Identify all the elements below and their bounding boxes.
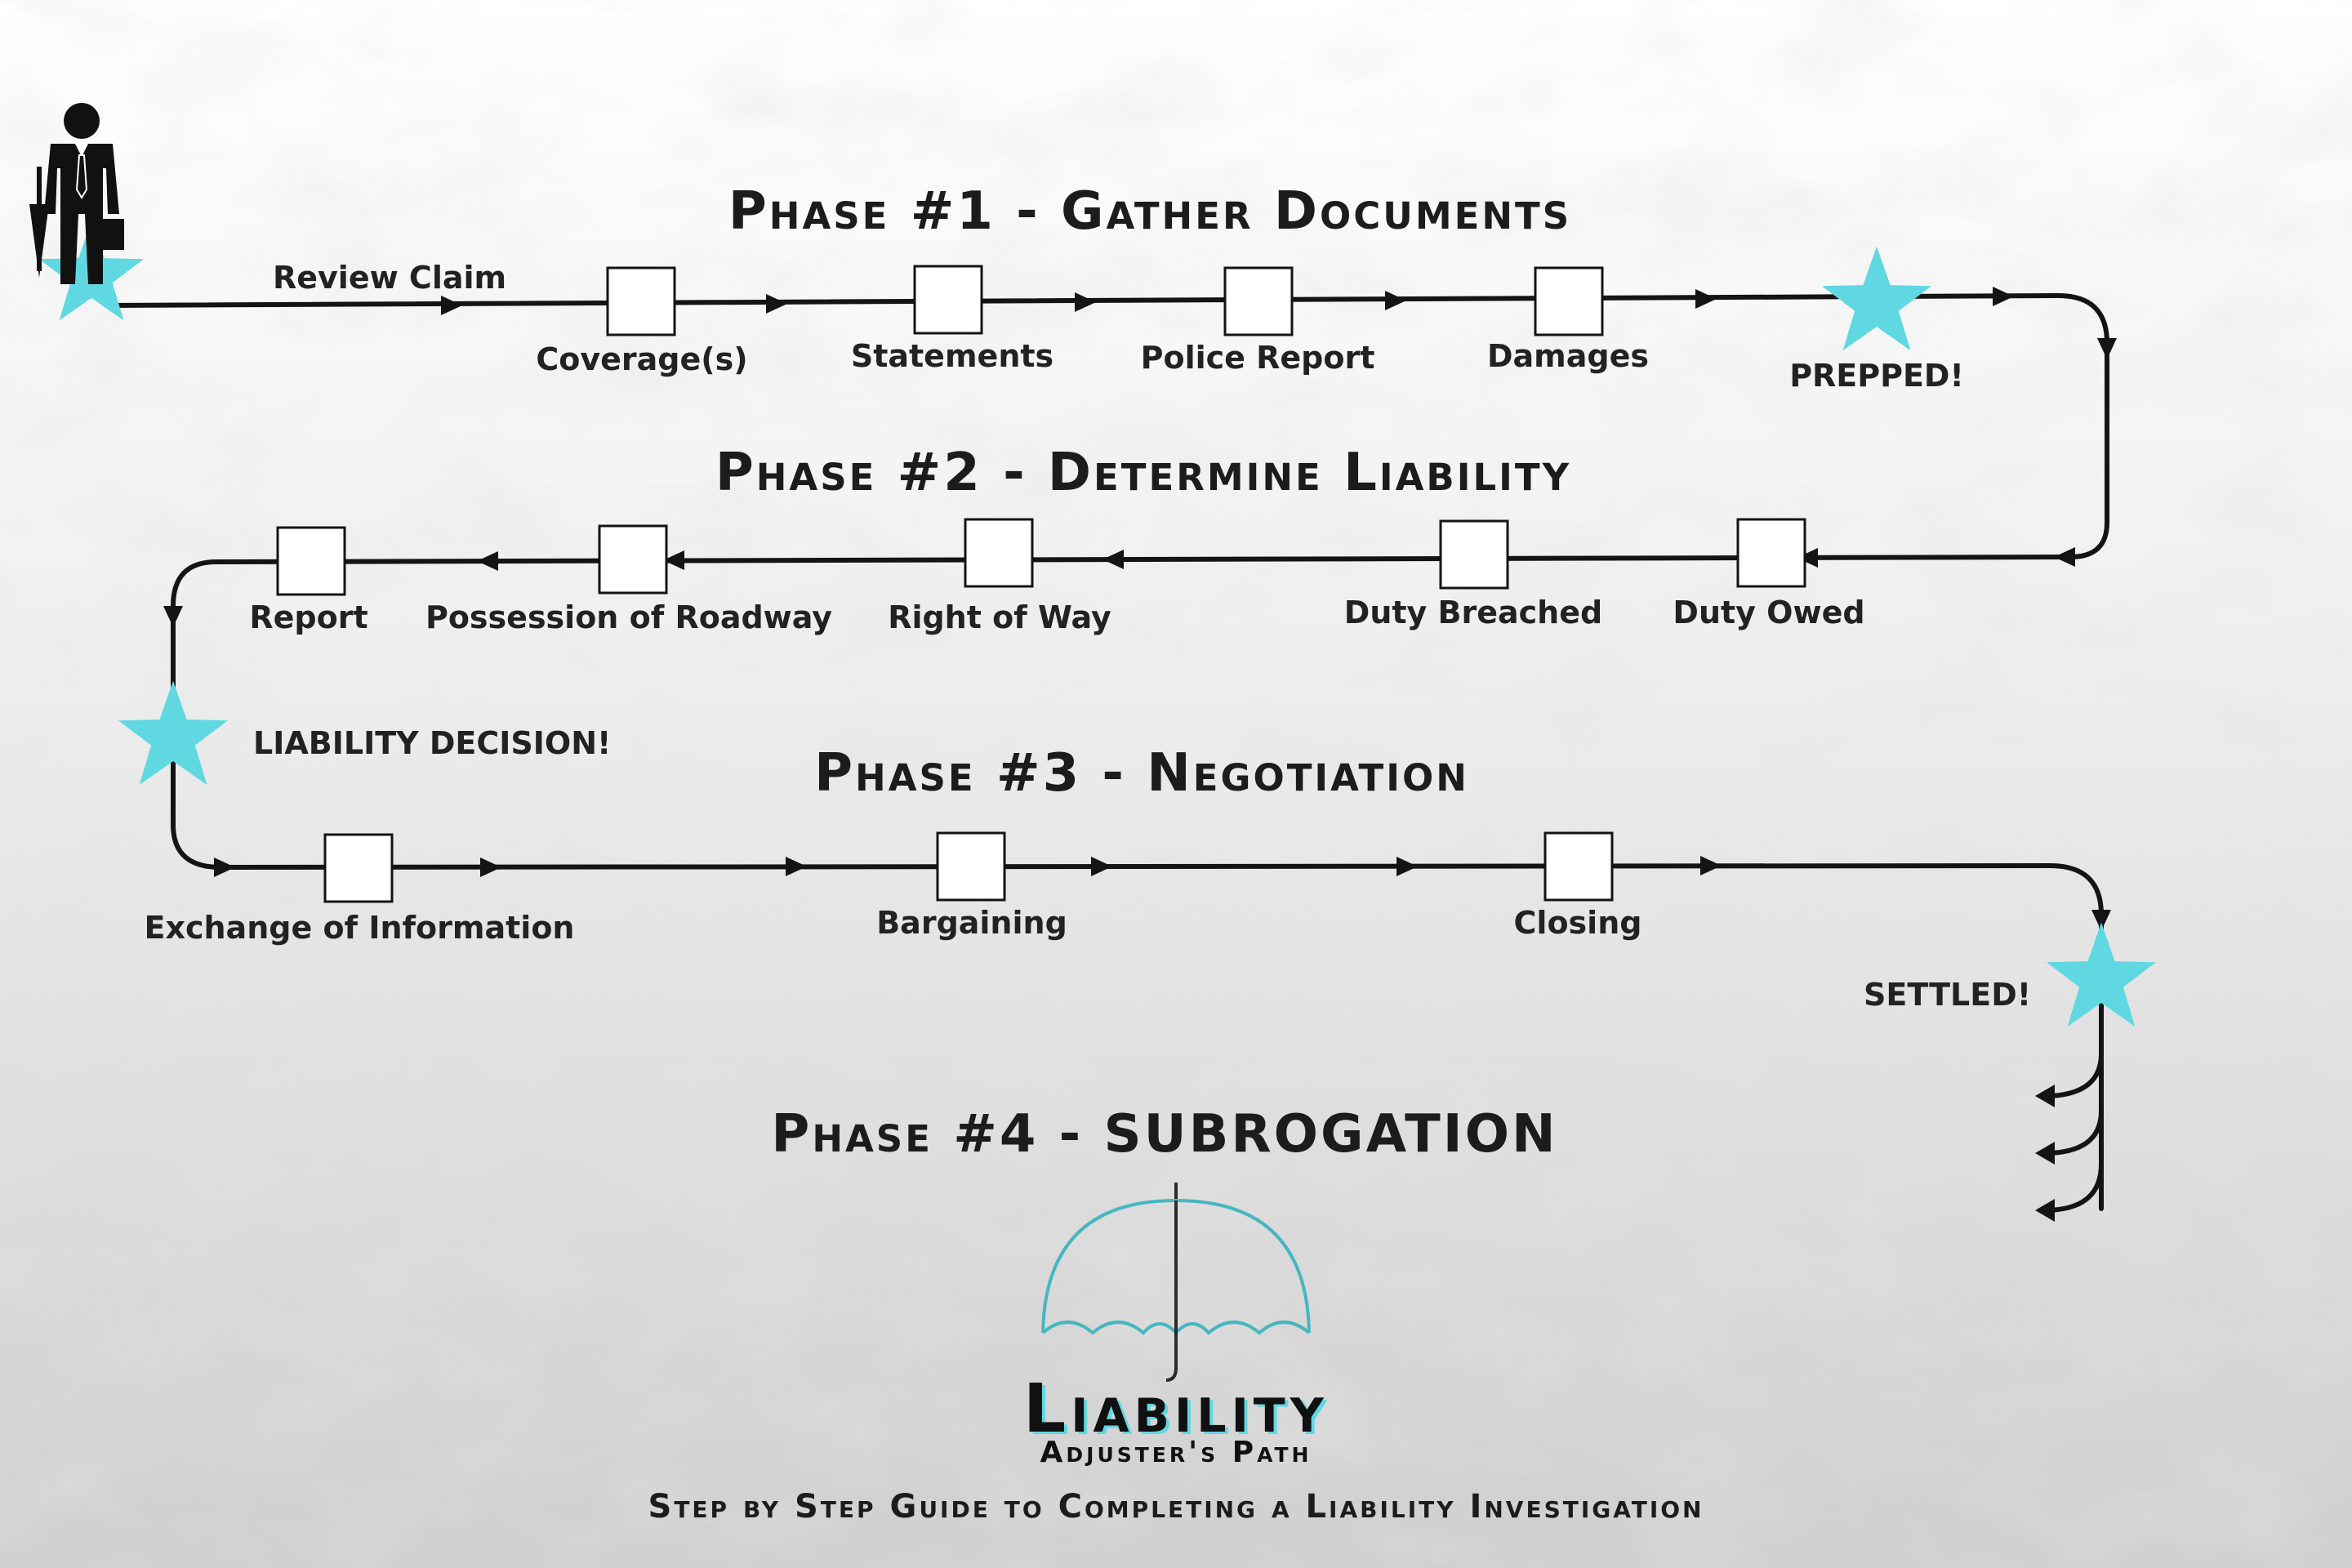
step-damages: Damages xyxy=(1486,338,1650,374)
milestone-settled: SETTLED! xyxy=(1864,977,2032,1013)
checkbox-icon xyxy=(1439,519,1509,590)
arrow-icon xyxy=(163,606,183,627)
checkbox-icon xyxy=(964,518,1034,588)
step-closing: Closing xyxy=(1513,905,1642,941)
arrow-icon xyxy=(1993,287,2014,306)
checkbox-icon xyxy=(1544,831,1614,902)
milestone-liability-decision: LIABILITY DECISION! xyxy=(253,725,612,761)
arrow-icon xyxy=(1700,856,1722,875)
step-exchange-of-information: Exchange of Information xyxy=(144,910,575,946)
arrow-icon xyxy=(786,857,807,876)
step-checkboxes xyxy=(276,265,1806,903)
milestone-prepped: PREPPED! xyxy=(1789,358,1964,394)
checkbox-icon xyxy=(323,833,394,903)
path-phase-3 xyxy=(218,863,2052,870)
brand-subtitle: Adjuster's Path xyxy=(1040,1436,1312,1469)
arrow-icon xyxy=(1075,292,1096,312)
arrow-icon xyxy=(480,858,501,877)
step-duty-owed: Duty Owed xyxy=(1673,595,1865,630)
arrow-icon xyxy=(441,296,462,315)
path-turn-1 xyxy=(2056,293,2109,559)
subrogation-branch-2 xyxy=(2046,1108,2104,1156)
milestone-star-icon xyxy=(2047,922,2156,1027)
phase-1-title: Phase #1 - Gather Documents xyxy=(728,181,1572,242)
checkbox-icon xyxy=(936,831,1006,902)
checkbox-icon xyxy=(1534,266,1604,336)
arrow-icon xyxy=(2091,910,2111,931)
checkbox-icon xyxy=(1223,266,1294,336)
arrow-icon xyxy=(663,550,684,570)
adjuster-person-icon xyxy=(29,103,124,284)
step-possession-of-roadway: Possession of Roadway xyxy=(425,599,833,635)
arrow-icon xyxy=(2035,1142,2055,1165)
brand-title: Liability xyxy=(1023,1370,1329,1448)
checkbox-icon xyxy=(606,266,676,336)
step-right-of-way: Right of Way xyxy=(888,599,1111,635)
arrow-icon xyxy=(2035,1085,2055,1107)
umbrella-icon xyxy=(1041,1183,1311,1382)
arrow-icon xyxy=(1091,857,1112,876)
guide-caption: Step by Step Guide to Completing a Liabi… xyxy=(648,1488,1704,1526)
step-duty-breached: Duty Breached xyxy=(1343,595,1603,630)
step-statements: Statements xyxy=(850,338,1054,374)
step-police-report: Police Report xyxy=(1140,340,1375,376)
milestone-star-icon xyxy=(1822,246,1931,350)
subrogation-branch-3 xyxy=(2046,1161,2104,1213)
checkbox-icon xyxy=(1736,518,1806,588)
arrow-icon xyxy=(2054,547,2075,567)
arrow-icon xyxy=(1396,857,1418,876)
checkbox-icon xyxy=(276,526,346,596)
phase-2-title: Phase #2 - Determine Liability xyxy=(715,443,1572,503)
step-review-claim: Review Claim xyxy=(273,260,507,296)
arrow-icon xyxy=(1385,291,1406,310)
arrow-icon xyxy=(766,294,787,314)
arrow-icon xyxy=(1797,548,1818,568)
checkbox-icon xyxy=(913,265,983,335)
subrogation-branch-1 xyxy=(2046,1051,2104,1098)
arrow-icon xyxy=(1102,550,1124,569)
step-report: Report xyxy=(249,599,368,635)
phase-4-title: Phase #4 - SUBROGATION xyxy=(771,1104,1558,1165)
milestone-star-icon xyxy=(118,680,228,785)
step-bargaining: Bargaining xyxy=(876,905,1067,941)
arrow-icon xyxy=(477,551,498,571)
arrow-icon xyxy=(1695,289,1717,309)
checkbox-icon xyxy=(598,524,668,595)
arrow-icon xyxy=(2035,1199,2055,1222)
arrow-icon xyxy=(2097,338,2117,359)
arrowheads xyxy=(163,287,2117,1222)
arrow-icon xyxy=(214,858,235,877)
path-turn-3 xyxy=(2047,863,2104,1211)
phase-3-title: Phase #3 - Negotiation xyxy=(814,743,1469,804)
step-coverage: Coverage(s) xyxy=(536,341,748,377)
